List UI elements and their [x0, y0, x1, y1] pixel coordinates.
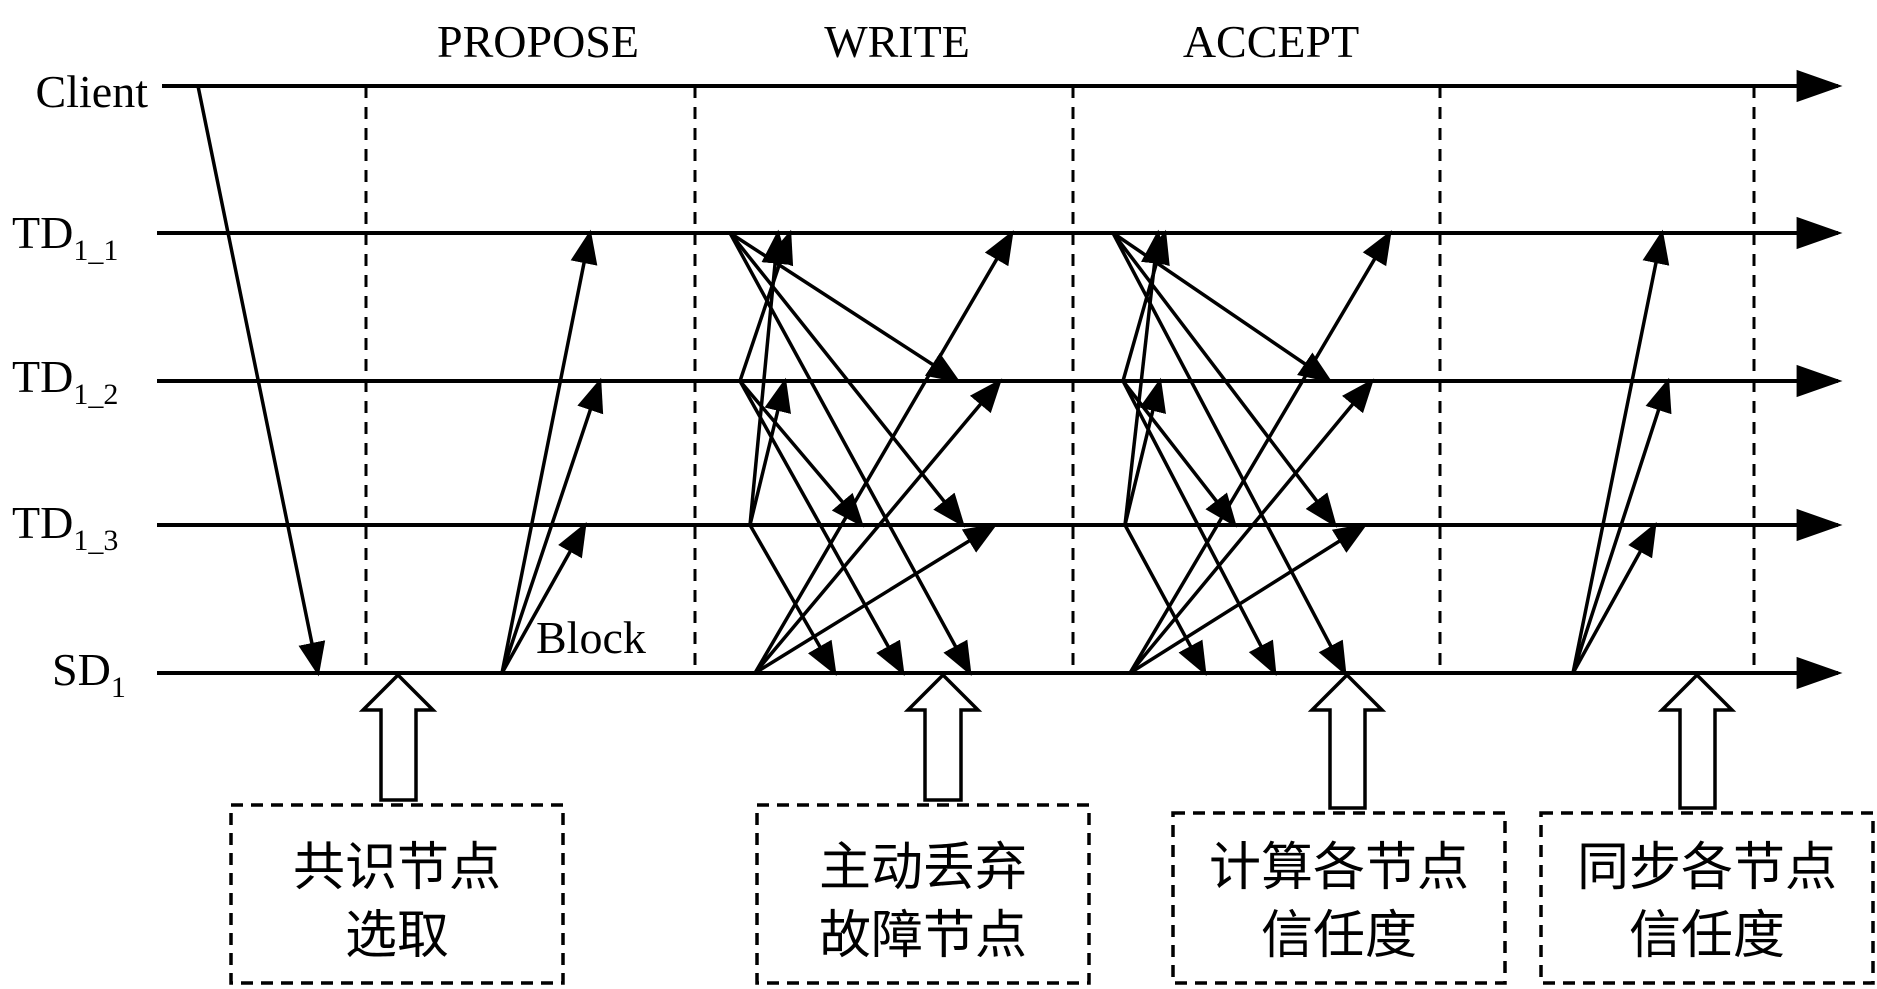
accept-sd1-td12 — [1128, 378, 1375, 675]
sd1-label: SD1 — [52, 644, 126, 704]
hollow-arrow-1 — [358, 672, 438, 802]
td11-label-base: TD — [12, 207, 73, 258]
messages — [196, 85, 1672, 677]
sync-arrow-td12 — [1571, 377, 1672, 674]
box-1 — [229, 803, 565, 985]
write-sd1-td11 — [753, 230, 1014, 674]
write-td13-td12 — [748, 377, 791, 526]
td12-label: TD1_2 — [12, 351, 118, 411]
box-1-line1: 共识节点 — [293, 838, 501, 898]
accept-td13-td12 — [1123, 377, 1166, 526]
sd1-label-sub: 1 — [111, 671, 126, 704]
write-td13-sd1 — [748, 524, 837, 676]
write-td12-sd1 — [738, 380, 905, 676]
hollow-arrow-3 — [1307, 672, 1387, 810]
client-request-arrow — [196, 85, 326, 677]
sync-arrow-td13 — [1571, 522, 1657, 674]
timelines — [157, 69, 1843, 690]
td13-label-base: TD — [12, 497, 73, 548]
sync-arrow-td11 — [1571, 229, 1670, 674]
td13-label: TD1_3 — [12, 497, 118, 557]
write-sd1-td12 — [753, 378, 1003, 675]
hollow-arrows — [358, 672, 1737, 810]
phase-separators — [364, 86, 1756, 673]
write-sd1-td13 — [754, 523, 998, 675]
td12-label-base: TD — [12, 351, 73, 402]
td11-label: TD1_1 — [12, 207, 118, 267]
dashed-boxes — [229, 803, 1875, 985]
box-3-line1: 计算各节点 — [1209, 838, 1469, 898]
phase-accept-label: ACCEPT — [1183, 16, 1359, 67]
box-4-line1: 同步各节点 — [1577, 838, 1837, 898]
accept-td11-sd1 — [1111, 232, 1347, 677]
write-td11-td13 — [728, 231, 966, 528]
hollow-arrow-4 — [1657, 672, 1737, 810]
box-3 — [1171, 811, 1507, 985]
sd1-label-base: SD — [52, 644, 111, 695]
box-4 — [1539, 811, 1875, 985]
box-2-line2: 故障节点 — [819, 906, 1027, 966]
phase-write-label: WRITE — [824, 16, 970, 67]
box-2-line1: 主动丢弃 — [819, 838, 1027, 898]
td12-label-sub: 1_2 — [73, 378, 118, 411]
write-td13-td11 — [748, 229, 789, 526]
accept-sd1-td13 — [1129, 523, 1368, 675]
box-1-line2: 选取 — [345, 906, 449, 966]
propose-arrow-td13 — [500, 522, 587, 674]
block-label: Block — [536, 612, 646, 663]
propose-arrow-td12 — [500, 377, 604, 674]
accept-sd1-td11 — [1128, 230, 1392, 674]
propose-arrow-td11 — [500, 229, 598, 674]
box-4-line2: 信任度 — [1629, 906, 1785, 966]
hollow-arrow-2 — [903, 672, 983, 802]
box-3-line2: 信任度 — [1261, 906, 1417, 966]
box-2 — [755, 803, 1091, 985]
td13-label-sub: 1_3 — [73, 524, 118, 557]
accept-td13-sd1 — [1123, 524, 1207, 676]
phase-propose-label: PROPOSE — [437, 16, 639, 67]
client-label: Client — [36, 66, 149, 117]
td11-label-sub: 1_1 — [73, 234, 118, 267]
